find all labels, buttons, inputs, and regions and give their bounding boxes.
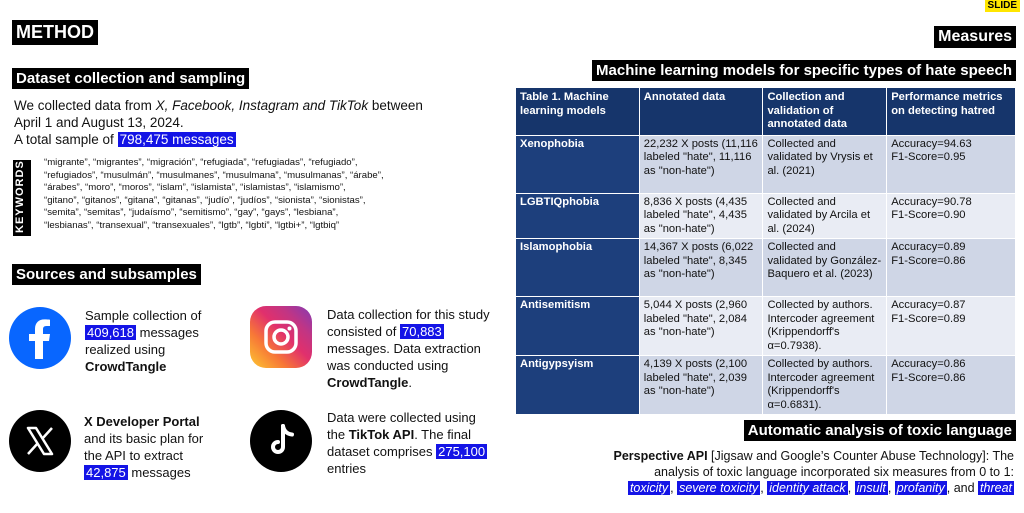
validation: Collected and validated by Vrysis et al.… xyxy=(762,134,888,194)
dataset-description: We collected data from X, Facebook, Inst… xyxy=(14,97,474,148)
measures-conjunction: and xyxy=(953,481,975,495)
metrics: Accuracy=0.89 F1-Score=0.86 xyxy=(886,238,1016,297)
keywords-line: “lesbianas”, “transexual”, “transexuales… xyxy=(44,219,340,231)
keywords-line: “gitano”, “gitanos”, “gitana”, “gitanas”… xyxy=(44,194,366,206)
measures-title: Measures xyxy=(934,26,1016,49)
keywords-label: KEYWORDS xyxy=(13,160,31,236)
x-logo-icon xyxy=(9,410,71,472)
facebook-icon xyxy=(9,307,71,369)
instagram-count: 70,883 xyxy=(400,324,444,339)
table-header: Annotated data xyxy=(638,87,764,136)
dataset-date-range: April 1 and August 13, 2024. xyxy=(14,115,184,130)
table-row: Islamophobia 14,367 X posts (6,022 label… xyxy=(515,238,1016,297)
x-line: the API to extract xyxy=(84,448,183,463)
annotated-data: 5,044 X posts (2,960 labeled "hate", 2,0… xyxy=(638,296,764,356)
table-row: Antigypsyism 4,139 X posts (2,100 labele… xyxy=(515,355,1016,415)
keywords-line: “refugiados”, “musulmán”, “musulmanes”, … xyxy=(44,169,384,181)
instagram-line: Data collection for this study xyxy=(327,307,490,322)
ml-models-heading: Machine learning models for specific typ… xyxy=(592,60,1016,82)
perspective-line: analysis of toxic language incorporated … xyxy=(654,465,1014,479)
dataset-line1-suffix: between xyxy=(368,98,423,113)
measure-severe-toxicity: severe toxicity xyxy=(677,481,761,495)
model-name: Antisemitism xyxy=(515,296,640,356)
metrics: Accuracy=90.78 F1-Score=0.90 xyxy=(886,192,1016,239)
toxic-heading: Automatic analysis of toxic language xyxy=(743,420,1016,442)
facebook-line: Sample collection of xyxy=(85,308,202,323)
x-count: 42,875 xyxy=(84,465,128,480)
measure-profanity: profanity xyxy=(894,481,947,495)
facebook-count: 409,618 xyxy=(85,325,136,340)
x-source: X Developer Portal and its basic plan fo… xyxy=(84,413,244,481)
instagram-line: messages. Data extraction xyxy=(327,341,481,356)
perspective-description: Perspective API [Jigsaw and Google’s Cou… xyxy=(554,448,1014,496)
dataset-line1-prefix: We collected data from xyxy=(14,98,156,113)
validation: Collected by authors. Intercoder agreeme… xyxy=(762,355,888,415)
x-line: and its basic plan for xyxy=(84,431,204,446)
table-row: Antisemitism 5,044 X posts (2,960 labele… xyxy=(515,296,1016,356)
metrics: Accuracy=0.87 F1-Score=0.89 xyxy=(886,296,1016,356)
tiktok-line: entries xyxy=(327,461,367,476)
instagram-line: consisted of xyxy=(327,324,400,339)
total-sample-value: 798,475 messages xyxy=(117,132,236,147)
tiktok-source: Data were collected using the TikTok API… xyxy=(327,409,517,477)
tiktok-line: Data were collected using xyxy=(327,410,476,425)
dataset-heading: Dataset collection and sampling xyxy=(12,68,250,90)
validation: Collected and validated by González-Baqu… xyxy=(762,238,888,297)
instagram-tool: CrowdTangle xyxy=(327,375,409,390)
table-row: LGBTIQphobia 8,836 X posts (4,435 labele… xyxy=(515,192,1016,239)
facebook-tool: CrowdTangle xyxy=(85,359,167,374)
ml-models-table: Table 1. Machine learning models Annotat… xyxy=(515,87,1016,415)
tiktok-tool: TikTok API xyxy=(348,427,415,442)
tiktok-line: . The final xyxy=(414,427,472,442)
sources-heading: Sources and subsamples xyxy=(12,264,201,286)
tiktok-line: dataset comprises xyxy=(327,444,437,459)
instagram-line: was conducted using xyxy=(327,358,449,373)
validation: Collected and validated by Arcila et al.… xyxy=(762,192,888,239)
platforms-list: X, Facebook, Instagram and TikTok xyxy=(155,98,369,113)
measure-insult: insult xyxy=(854,481,888,495)
table-row: Xenophobia 22,232 X posts (11,116 labele… xyxy=(515,134,1016,194)
instagram-source: Data collection for this study consisted… xyxy=(327,306,517,391)
metrics: Accuracy=94.63 F1-Score=0.95 xyxy=(886,134,1016,194)
table-header: Performance metrics on detecting hatred xyxy=(886,87,1016,136)
measure-identity-attack: identity attack xyxy=(767,481,848,495)
method-title: METHOD xyxy=(12,20,98,45)
x-line: messages xyxy=(127,465,191,480)
annotated-data: 22,232 X posts (11,116 labeled "hate", 1… xyxy=(638,134,764,194)
slide-tag: SLIDE xyxy=(984,0,1020,12)
model-name: LGBTIQphobia xyxy=(515,192,640,239)
instagram-icon xyxy=(250,306,312,368)
facebook-line: messages xyxy=(136,325,199,340)
table-header-row: Table 1. Machine learning models Annotat… xyxy=(515,87,1016,136)
toxicity-measures: toxicity, severe toxicity, identity atta… xyxy=(627,481,1014,495)
model-name: Antigypsyism xyxy=(515,355,640,415)
keywords-line: “árabes”, “moro”, “moros”, “islam”, “isl… xyxy=(44,182,346,194)
model-name: Islamophobia xyxy=(515,238,640,297)
table-header: Collection and validation of annotated d… xyxy=(762,87,888,136)
keywords-line: “migrante”, “migrantes”, “migración”, “r… xyxy=(44,157,358,168)
validation: Collected by authors. Intercoder agreeme… xyxy=(762,296,888,356)
annotated-data: 14,367 X posts (6,022 labeled "hate", 8,… xyxy=(638,238,764,297)
model-name: Xenophobia xyxy=(515,134,640,194)
x-tool: X Developer Portal xyxy=(84,414,200,429)
measure-toxicity: toxicity xyxy=(627,481,671,495)
annotated-data: 4,139 X posts (2,100 labeled "hate", 2,0… xyxy=(638,355,764,415)
tiktok-count: 275,100 xyxy=(436,444,488,459)
measure-threat: threat xyxy=(978,481,1014,495)
instagram-period: . xyxy=(408,375,412,390)
facebook-line: realized using xyxy=(85,342,166,357)
annotated-data: 8,836 X posts (4,435 labeled "hate", 4,4… xyxy=(638,192,764,239)
keywords-line: “semita”, “semitas”, “judaísmo”, “semiti… xyxy=(44,207,339,219)
perspective-api-name: Perspective API xyxy=(613,449,708,463)
tiktok-line: the xyxy=(327,427,349,442)
perspective-api-note: [Jigsaw and Google’s Counter Abuse Techn… xyxy=(707,449,1014,463)
tiktok-icon xyxy=(250,410,312,472)
keywords-list: “migrante”, “migrantes”, “migración”, “r… xyxy=(44,157,454,233)
table-header: Table 1. Machine learning models xyxy=(515,87,640,136)
facebook-source: Sample collection of 409,618 messages re… xyxy=(85,307,225,375)
total-sample-label: A total sample of xyxy=(14,132,118,147)
metrics: Accuracy=0.86 F1-Score=0.86 xyxy=(886,355,1016,415)
